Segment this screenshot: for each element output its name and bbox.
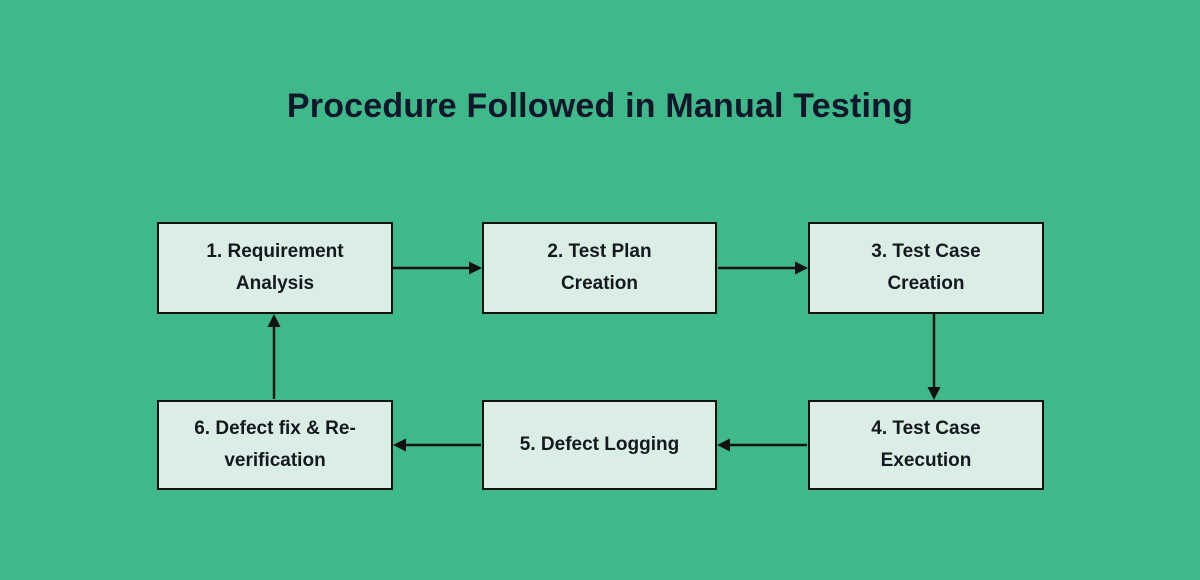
edge-test-plan-creation-to-test-case-creation	[718, 261, 808, 275]
page-title: Procedure Followed in Manual Testing	[286, 87, 914, 125]
flow-node-label: 6. Defect fix & Re-verification	[194, 418, 356, 471]
flow-node-defect-fix-reverification[interactable]: 6. Defect fix & Re-verification	[157, 400, 393, 490]
edge-test-case-creation-to-test-case-execution	[927, 314, 941, 400]
flow-node-defect-logging[interactable]: 5. Defect Logging	[482, 400, 717, 490]
flow-node-label: 5. Defect Logging	[519, 434, 680, 455]
edge-test-case-execution-to-defect-logging	[717, 438, 807, 452]
edge-defect-fix-reverification-to-requirement-analysis	[267, 314, 281, 399]
edge-defect-logging-to-defect-fix-reverification	[393, 438, 481, 452]
edge-requirement-analysis-to-test-plan-creation	[393, 261, 482, 275]
